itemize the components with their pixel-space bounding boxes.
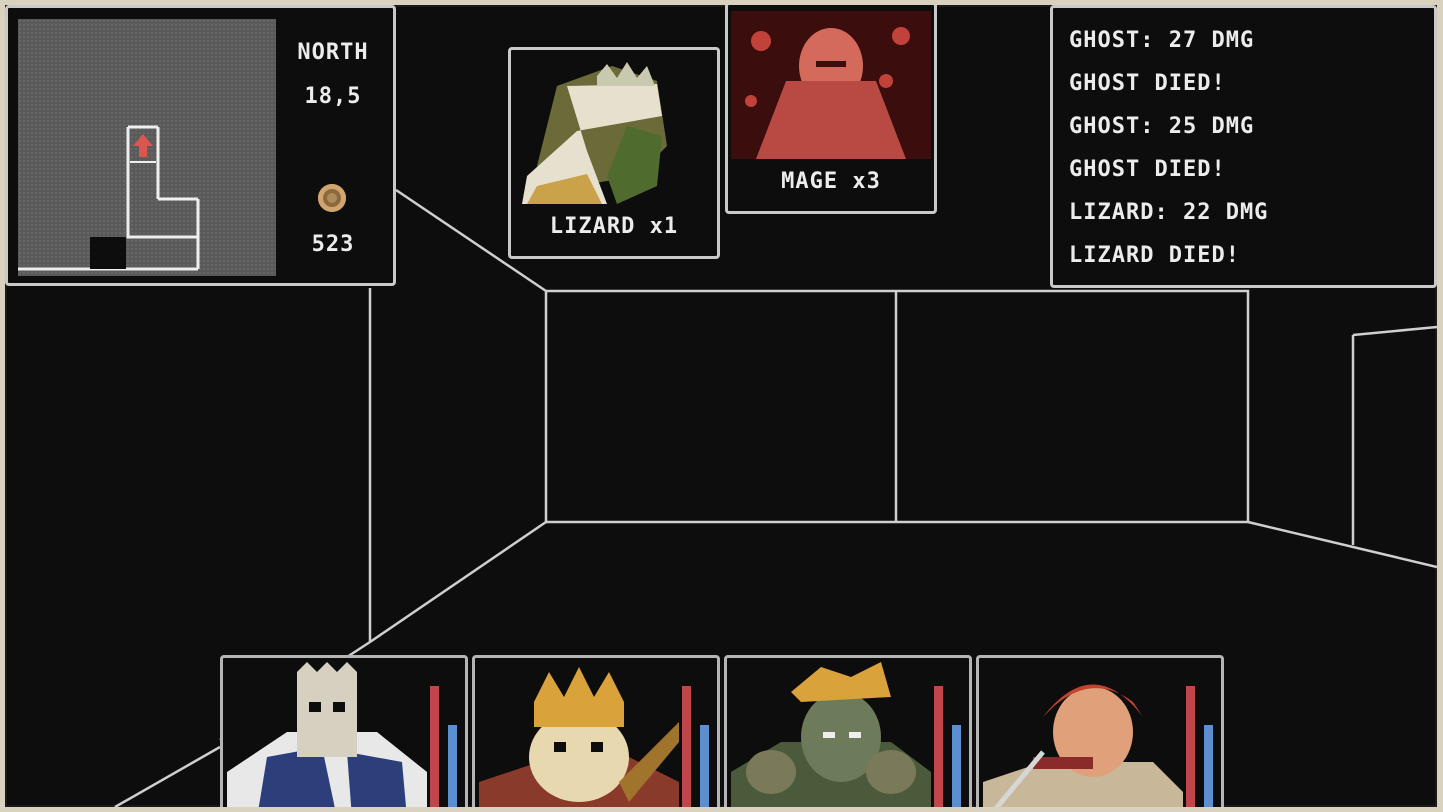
hp-bar [1186, 686, 1195, 807]
gold-amount: 523 [311, 232, 355, 257]
party-member-1[interactable] [220, 655, 468, 807]
log-line: LIZARD: 22 DMG [1069, 200, 1269, 225]
warrior-woman-portrait [983, 662, 1183, 807]
enemy-card-lizard[interactable]: LIZARD x1 [508, 47, 720, 259]
minimap [18, 19, 276, 276]
crowned-youth-portrait [479, 662, 679, 807]
game-screen: NORTH 18,5 523 LIZARD x1 [5, 5, 1437, 807]
skull-knight-portrait [227, 662, 427, 807]
left-floor-edge-near2 [114, 745, 221, 807]
party-member-4[interactable] [976, 655, 1224, 807]
mp-bar [952, 725, 961, 807]
left-ceiling-edge [395, 188, 547, 293]
log-line: GHOST: 27 DMG [1069, 28, 1255, 53]
enemy-label-mage: MAGE x3 [781, 169, 881, 194]
log-line: GHOST DIED! [1069, 157, 1226, 182]
lizard-portrait [517, 56, 711, 204]
hp-bar [682, 686, 691, 807]
left-floor-edge [369, 520, 547, 644]
hp-bar [430, 686, 439, 807]
minimap-info: NORTH 18,5 523 [278, 8, 388, 283]
hp-bar [934, 686, 943, 807]
right-opening-top [1352, 325, 1437, 337]
party-member-2[interactable] [472, 655, 720, 807]
minimap-paths [18, 125, 200, 271]
coordinates: 18,5 [304, 84, 362, 109]
mp-bar [1204, 725, 1213, 807]
right-floor-edge [1247, 520, 1437, 569]
combat-log: GHOST: 27 DMG GHOST DIED! GHOST: 25 DMG … [1050, 5, 1437, 288]
mp-bar [700, 725, 709, 807]
log-line: GHOST: 25 DMG [1069, 114, 1255, 139]
mage-portrait [731, 11, 931, 159]
minimap-panel: NORTH 18,5 523 [5, 5, 396, 286]
log-line: GHOST DIED! [1069, 71, 1226, 96]
log-line: LIZARD DIED! [1069, 243, 1240, 268]
facing-direction: NORTH [297, 40, 369, 65]
brawler-portrait [731, 662, 931, 807]
gold-coin-icon [318, 184, 346, 212]
player-arrow-icon [133, 134, 153, 157]
party-member-3[interactable] [724, 655, 972, 807]
mp-bar [448, 725, 457, 807]
enemy-label-lizard: LIZARD x1 [549, 214, 679, 239]
enemy-card-mage[interactable]: MAGE x3 [725, 5, 937, 214]
